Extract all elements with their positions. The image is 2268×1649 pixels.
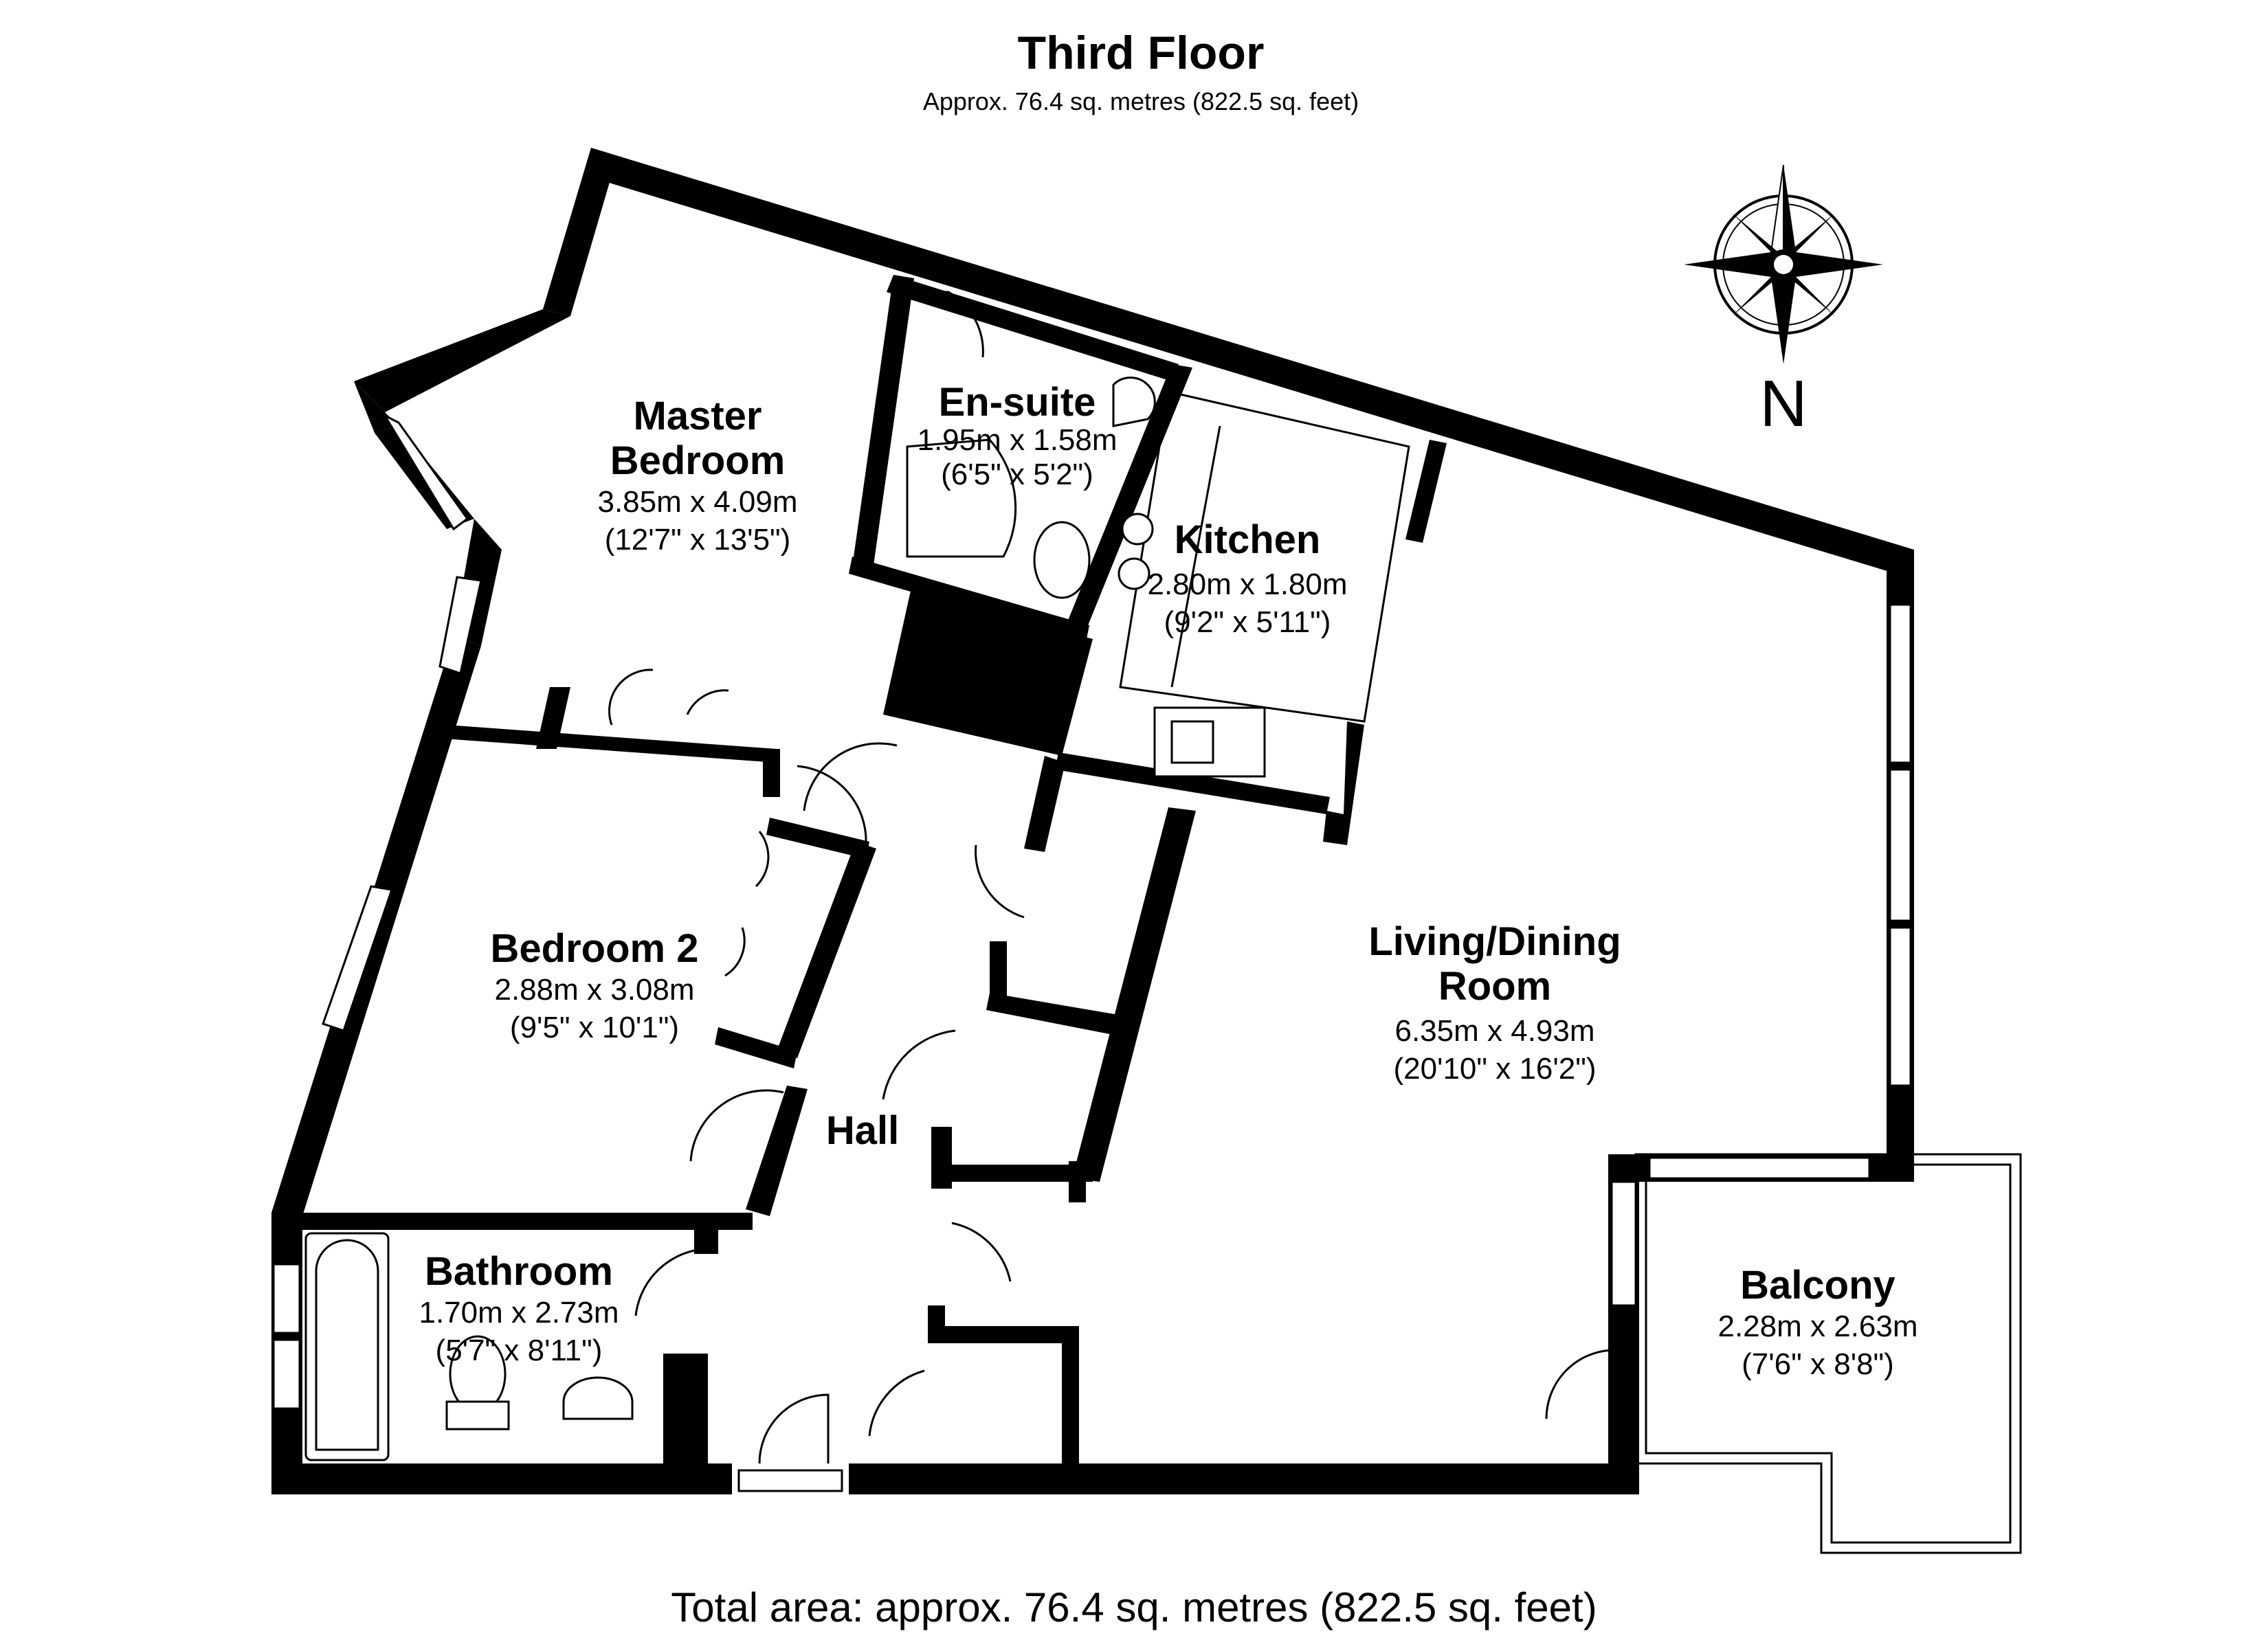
room-size-imperial: (7'6" x 8'8") — [1742, 1347, 1894, 1381]
windows — [272, 413, 1912, 1492]
compass-rose-icon — [1684, 164, 1883, 364]
compass-north-label: N — [1759, 367, 1807, 440]
room-name: Bathroom — [425, 1249, 613, 1294]
plan-subtitle: Approx. 76.4 sq. metres (822.5 sq. feet) — [923, 87, 1359, 115]
room-size-metric: 6.35m x 4.93m — [1394, 1014, 1594, 1048]
room-size-imperial: (20'10" x 16'2") — [1393, 1052, 1596, 1086]
room-name: Master — [634, 394, 762, 438]
room-name: Bedroom 2 — [491, 926, 699, 971]
room-size-imperial: (6'5" x 5'2") — [941, 458, 1093, 491]
plan-title: Third Floor — [1018, 27, 1265, 79]
room-name: Room — [1438, 964, 1551, 1009]
room-label-bathroom: Bathroom 1.70m x 2.73m (5'7" x 8'11") — [419, 1249, 619, 1367]
room-label-living-dining: Living/Dining Room 6.35m x 4.93m (20'10"… — [1368, 919, 1621, 1086]
room-size-metric: 1.70m x 2.73m — [419, 1296, 619, 1330]
room-label-hall: Hall — [826, 1108, 899, 1153]
room-label-ensuite: En-suite 1.95m x 1.58m (6'5" x 5'2") — [917, 380, 1117, 491]
room-size-imperial: (5'7" x 8'11") — [436, 1334, 603, 1367]
total-area-footer: Total area: approx. 76.4 sq. metres (822… — [671, 1584, 1597, 1630]
fixtures — [304, 377, 1410, 1461]
room-name: Balcony — [1740, 1263, 1895, 1308]
room-label-kitchen: Kitchen 2.80m x 1.80m (9'2" x 5'11") — [1147, 517, 1347, 639]
room-label-balcony: Balcony 2.28m x 2.63m (7'6" x 8'8") — [1717, 1263, 1917, 1381]
room-label-master-bedroom: Master Bedroom 3.85m x 4.09m (12'7" x 13… — [597, 394, 797, 557]
room-size-imperial: (12'7" x 13'5") — [605, 523, 791, 557]
room-size-imperial: (9'5" x 10'1") — [510, 1011, 679, 1044]
room-size-metric: 3.85m x 4.09m — [597, 485, 797, 519]
room-size-metric: 1.95m x 1.58m — [917, 423, 1117, 457]
room-size-metric: 2.80m x 1.80m — [1147, 568, 1347, 601]
room-size-imperial: (9'2" x 5'11") — [1164, 605, 1331, 639]
room-size-metric: 2.28m x 2.63m — [1717, 1310, 1917, 1343]
door-swings — [608, 291, 1612, 1464]
room-size-metric: 2.88m x 3.08m — [494, 973, 694, 1007]
room-name: Living/Dining — [1368, 919, 1621, 964]
interior-walls — [271, 275, 1447, 1484]
room-name: Kitchen — [1175, 517, 1321, 562]
room-name: Bedroom — [610, 438, 786, 483]
room-name: En-suite — [939, 380, 1096, 425]
room-label-bedroom-2: Bedroom 2 2.88m x 3.08m (9'5" x 10'1") — [491, 926, 699, 1044]
